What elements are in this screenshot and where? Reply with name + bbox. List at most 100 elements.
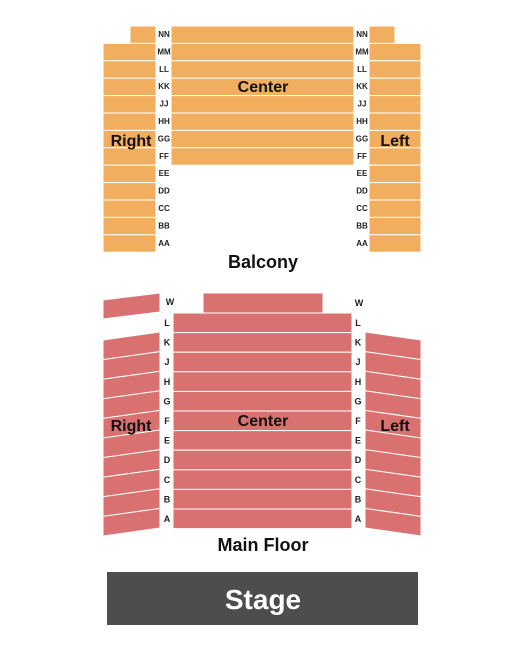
balcony-left-row-aa[interactable] bbox=[368, 234, 422, 253]
balcony-center-row-ff[interactable] bbox=[170, 147, 355, 166]
main-row-label-left: E bbox=[355, 436, 361, 446]
main-row-label-right: J bbox=[164, 357, 169, 367]
balcony-row-label-right: EE bbox=[159, 169, 170, 178]
balcony-row-label-left: NN bbox=[356, 30, 368, 39]
main-row-label-right: B bbox=[164, 494, 171, 504]
balcony-row-label-left: BB bbox=[356, 221, 368, 230]
balcony-left-row-hh[interactable] bbox=[368, 112, 422, 131]
balcony-left-row-ll[interactable] bbox=[368, 60, 422, 79]
main-center-row-l[interactable] bbox=[172, 312, 353, 334]
main-row-label-left: G bbox=[354, 396, 361, 406]
main-row-label-right: W bbox=[166, 297, 175, 307]
main-row-label-right: L bbox=[164, 318, 170, 328]
balcony-row-label-right: CC bbox=[158, 204, 170, 213]
balcony-left-row-bb[interactable] bbox=[368, 216, 422, 236]
balcony-right-row-aa[interactable] bbox=[102, 234, 157, 253]
balcony-right-row-ff[interactable] bbox=[102, 147, 157, 166]
main-row-label-right: A bbox=[164, 514, 171, 524]
balcony-right-row-ee[interactable] bbox=[102, 164, 157, 184]
main-center-row-w[interactable] bbox=[202, 292, 324, 314]
balcony-right-row-kk[interactable] bbox=[102, 77, 157, 97]
balcony-right-row-jj[interactable] bbox=[102, 95, 157, 114]
main-right-row-w[interactable] bbox=[102, 292, 161, 320]
balcony-row-label-left: FF bbox=[357, 152, 367, 161]
balcony-row-label-right: KK bbox=[158, 82, 170, 91]
balcony-row-label-right: DD bbox=[158, 187, 170, 196]
balcony-row-label-right: HH bbox=[158, 117, 170, 126]
main-center-row-c[interactable] bbox=[172, 469, 353, 490]
main-center-row-a[interactable] bbox=[172, 508, 353, 530]
stage bbox=[107, 572, 418, 625]
balcony-right-row-dd[interactable] bbox=[102, 182, 157, 201]
balcony-left-row-jj[interactable] bbox=[368, 95, 422, 114]
balcony-level-label: Balcony bbox=[228, 252, 298, 272]
balcony-center-row-nn[interactable] bbox=[170, 25, 355, 44]
balcony-left-row-nn[interactable] bbox=[368, 25, 396, 44]
main-center-row-j[interactable] bbox=[172, 351, 353, 373]
main-row-label-left: C bbox=[355, 475, 362, 485]
balcony-row-label-left: MM bbox=[355, 47, 369, 56]
main-right-row-a[interactable] bbox=[102, 507, 161, 537]
main-row-label-left: H bbox=[355, 377, 362, 387]
balcony-center-row-gg[interactable] bbox=[170, 129, 355, 149]
main-left-section-label: Left bbox=[380, 418, 410, 435]
balcony-right-row-ll[interactable] bbox=[102, 60, 157, 79]
main-row-label-right: C bbox=[164, 475, 171, 485]
main-row-label-right: D bbox=[164, 455, 171, 465]
balcony-row-label-left: JJ bbox=[358, 100, 367, 109]
balcony-row-label-left: DD bbox=[356, 187, 368, 196]
main-center-row-e[interactable] bbox=[172, 430, 353, 451]
main-row-label-left: W bbox=[355, 298, 364, 308]
balcony-row-label-left: GG bbox=[356, 134, 368, 143]
balcony-row-label-left: AA bbox=[356, 239, 368, 248]
main-left-row-a[interactable] bbox=[364, 507, 422, 537]
main-row-label-right: E bbox=[164, 436, 170, 446]
main-row-label-right: H bbox=[164, 377, 171, 387]
main-row-label-right: F bbox=[164, 416, 170, 426]
balcony-left-row-mm[interactable] bbox=[368, 42, 422, 62]
main-row-label-left: D bbox=[355, 455, 362, 465]
balcony-center-row-mm[interactable] bbox=[170, 42, 355, 62]
balcony-right-row-mm[interactable] bbox=[102, 42, 157, 62]
stage-label: Stage bbox=[225, 584, 301, 615]
balcony-row-label-right: GG bbox=[158, 134, 170, 143]
main-center-row-k[interactable] bbox=[172, 332, 353, 353]
main-row-label-left: B bbox=[355, 494, 362, 504]
balcony-row-label-right: AA bbox=[158, 239, 170, 248]
balcony-center-row-ll[interactable] bbox=[170, 60, 355, 79]
balcony-row-label-right: NN bbox=[158, 30, 170, 39]
balcony-left-row-ee[interactable] bbox=[368, 164, 422, 184]
balcony-center-row-jj[interactable] bbox=[170, 95, 355, 114]
main-center-row-b[interactable] bbox=[172, 488, 353, 510]
balcony-row-label-right: MM bbox=[157, 47, 171, 56]
main-row-label-right: G bbox=[163, 396, 170, 406]
balcony-left-row-cc[interactable] bbox=[368, 199, 422, 218]
main-center-row-h[interactable] bbox=[172, 371, 353, 392]
balcony-right-row-bb[interactable] bbox=[102, 216, 157, 236]
balcony-right-row-nn[interactable] bbox=[129, 25, 157, 44]
balcony-left-row-ff[interactable] bbox=[368, 147, 422, 166]
balcony-center-section-label: Center bbox=[238, 79, 289, 96]
main-row-label-left: J bbox=[355, 357, 360, 367]
balcony-right-row-cc[interactable] bbox=[102, 199, 157, 218]
main-center-row-d[interactable] bbox=[172, 449, 353, 471]
main-floor-level-label: Main Floor bbox=[218, 535, 309, 555]
balcony-center-row-hh[interactable] bbox=[170, 112, 355, 131]
balcony-row-label-right: FF bbox=[159, 152, 169, 161]
main-row-label-left: K bbox=[355, 338, 362, 348]
balcony-right-row-hh[interactable] bbox=[102, 112, 157, 131]
balcony-row-label-left: HH bbox=[356, 117, 368, 126]
main-center-section-label: Center bbox=[238, 413, 289, 430]
main-center-row-g[interactable] bbox=[172, 390, 353, 412]
main-row-label-left: F bbox=[355, 416, 361, 426]
balcony-row-label-right: JJ bbox=[160, 100, 169, 109]
balcony-row-label-right: LL bbox=[159, 65, 169, 74]
balcony-row-label-right: BB bbox=[158, 221, 170, 230]
balcony-left-row-kk[interactable] bbox=[368, 77, 422, 97]
balcony-row-label-left: KK bbox=[356, 82, 368, 91]
balcony-left-row-dd[interactable] bbox=[368, 182, 422, 201]
main-row-label-left: L bbox=[355, 318, 361, 328]
